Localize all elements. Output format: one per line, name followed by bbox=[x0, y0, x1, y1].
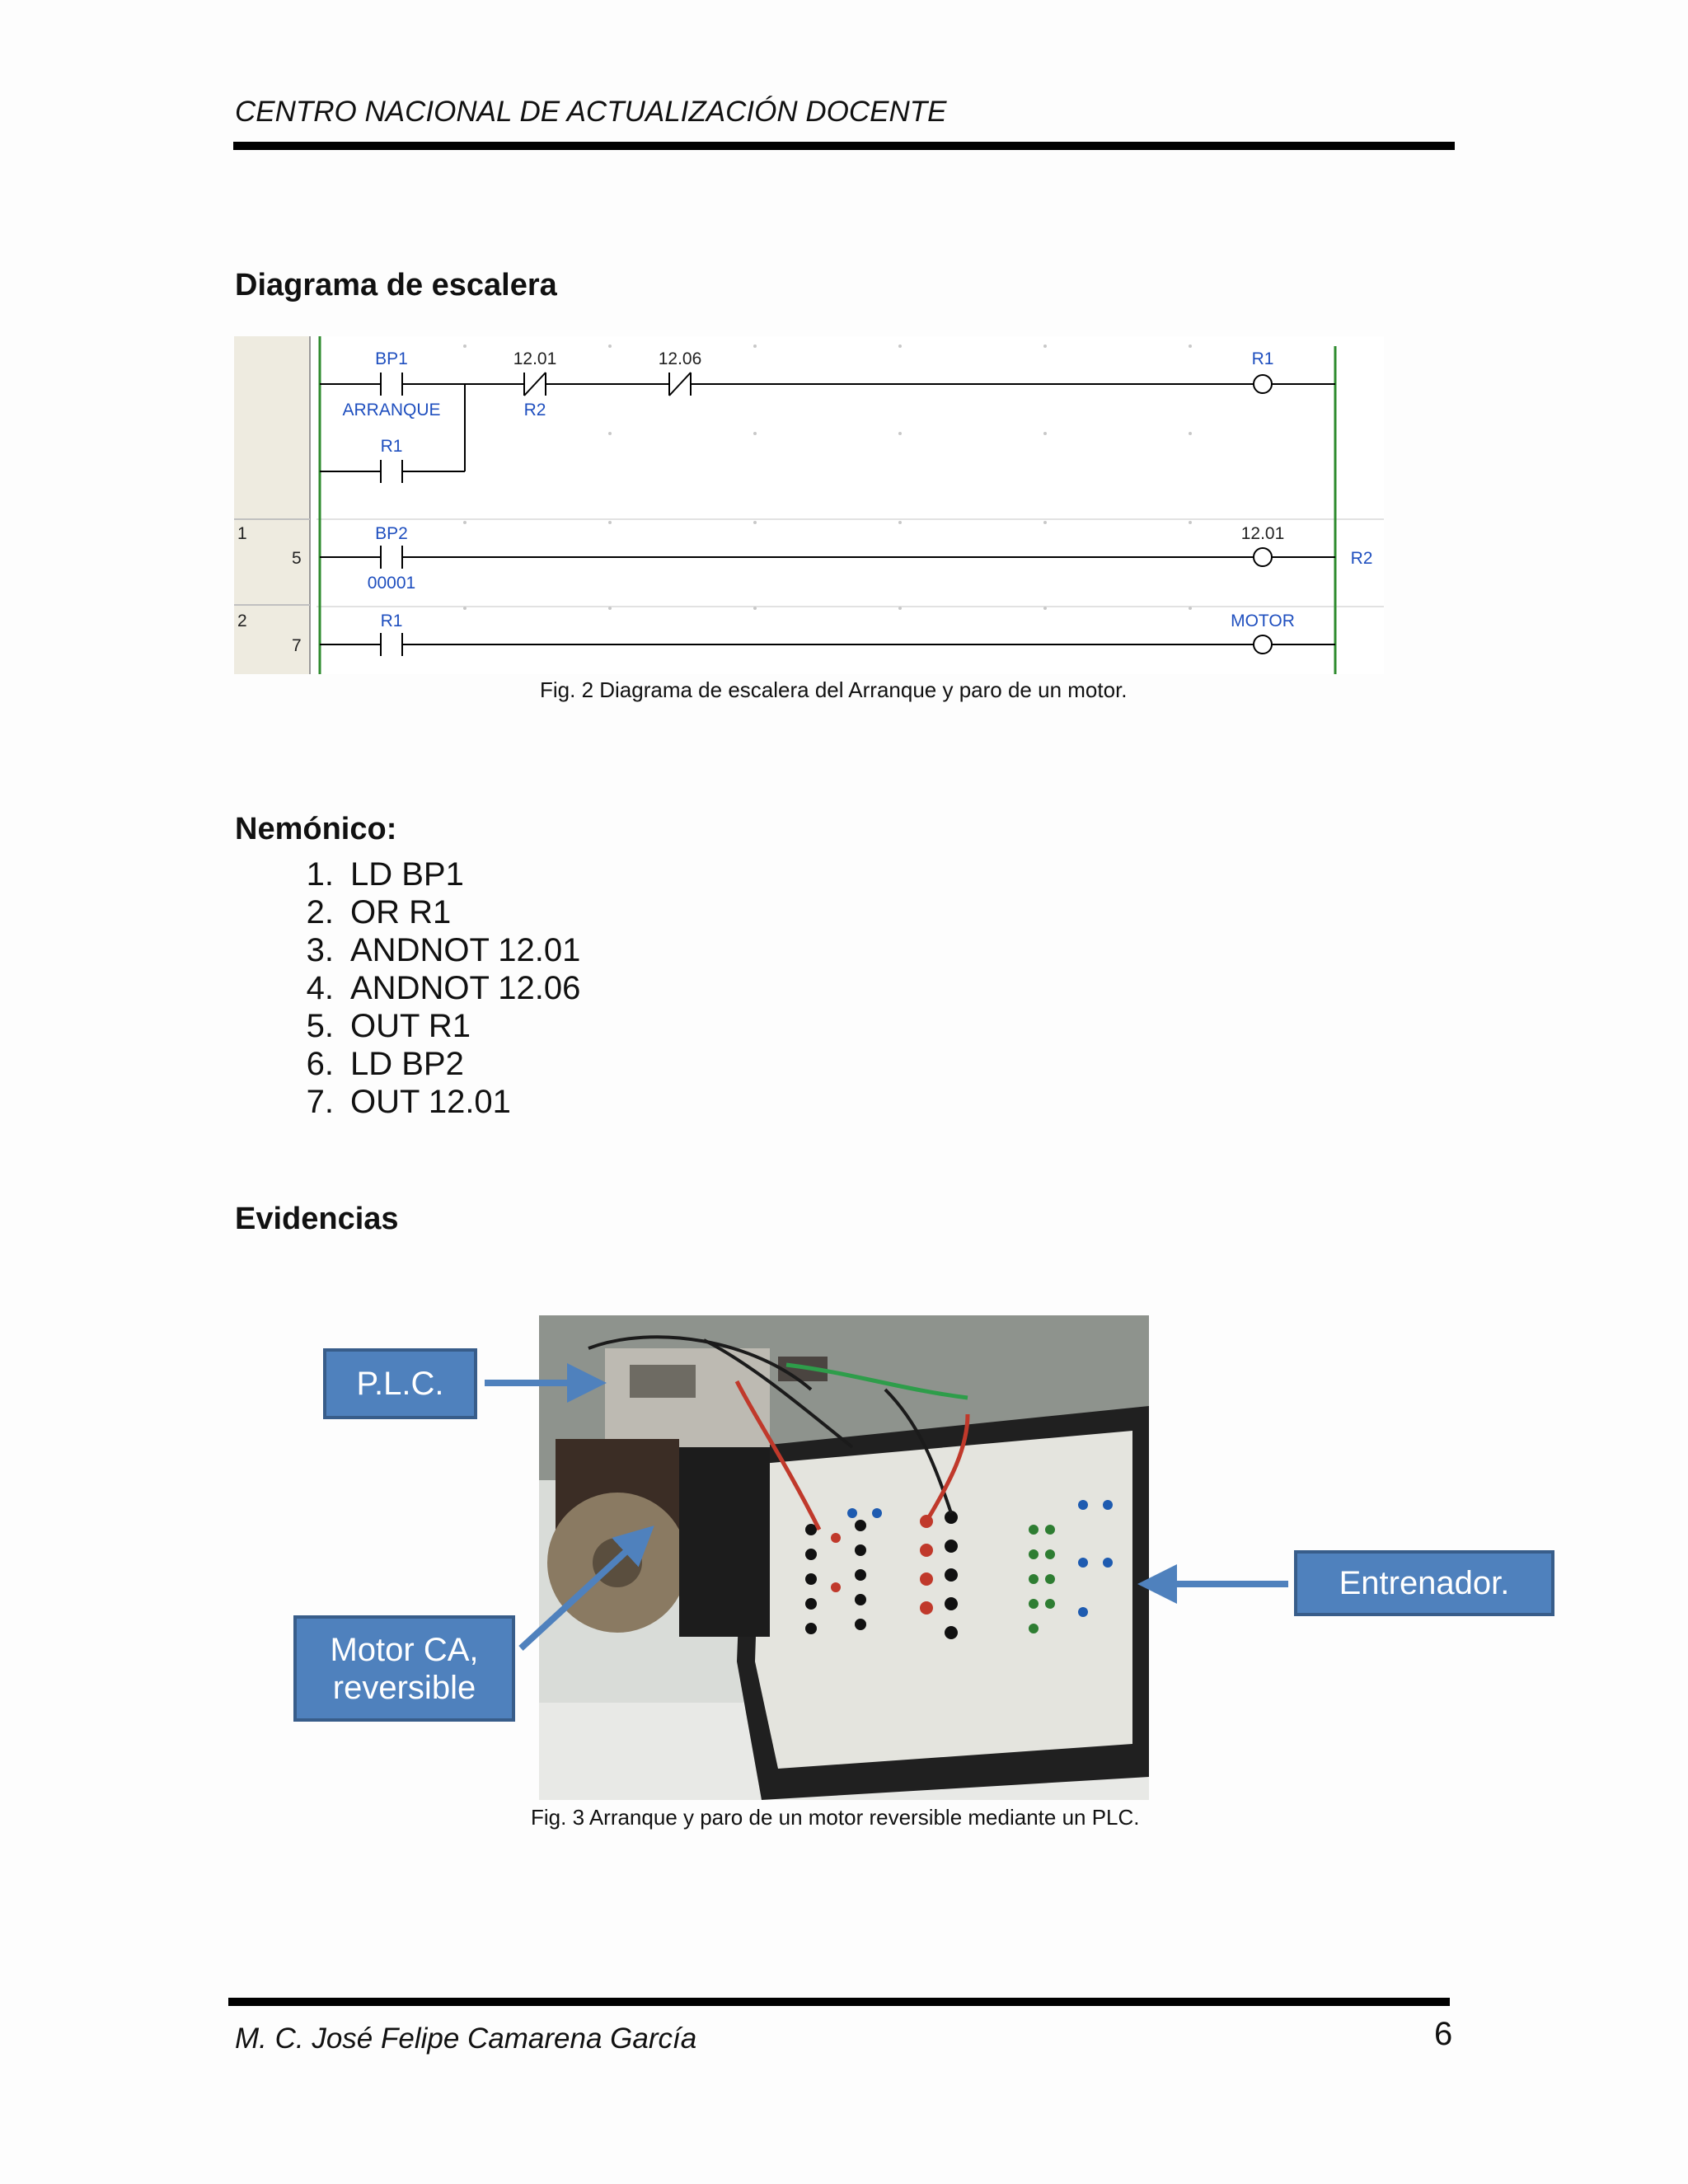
contact-1206-label: 12.06 bbox=[659, 349, 702, 368]
mnemonic-instruction: ANDNOT 12.06 bbox=[350, 970, 581, 1006]
callout-trainer: Entrenador. bbox=[1294, 1550, 1554, 1616]
callout-motor-line1: Motor CA, bbox=[330, 1631, 479, 1668]
coil-1201-comment: R2 bbox=[1351, 549, 1373, 568]
contact-r1-label: R1 bbox=[381, 612, 403, 630]
rung-step-label: 7 bbox=[292, 636, 302, 655]
plc-trainer-photo bbox=[539, 1315, 1149, 1800]
mnemonic-instruction: LD BP1 bbox=[350, 856, 464, 893]
footer-rule bbox=[228, 1998, 1450, 2006]
contact-r1-branch-label: R1 bbox=[381, 437, 403, 456]
mnemonic-instruction: LD BP2 bbox=[350, 1046, 464, 1082]
rung-3-wires bbox=[320, 633, 1335, 656]
rung-2-wires bbox=[320, 546, 1335, 569]
header-rule bbox=[233, 142, 1455, 150]
footer-author: M. C. José Felipe Camarena García bbox=[235, 2022, 697, 2055]
mnemonic-item: 5. OUT R1 bbox=[280, 1007, 580, 1045]
mnemonic-instruction: OR R1 bbox=[350, 894, 452, 930]
mnemonic-instruction: ANDNOT 12.01 bbox=[350, 932, 581, 968]
mnemonic-item: 7. OUT 12.01 bbox=[280, 1083, 580, 1121]
rung-step-label: 5 bbox=[292, 549, 302, 568]
contact-bp1-comment: ARRANQUE bbox=[342, 401, 440, 419]
coil-motor-label: MOTOR bbox=[1231, 612, 1295, 630]
coil-1201-label: 12.01 bbox=[1241, 524, 1285, 543]
mnemonic-item: 6. LD BP2 bbox=[280, 1045, 580, 1083]
mnemonic-number: 3. bbox=[306, 932, 334, 968]
mnemonic-instruction: OUT R1 bbox=[350, 1008, 471, 1044]
contact-bp2-label: BP2 bbox=[375, 524, 408, 543]
rung-1-wires bbox=[320, 372, 1335, 483]
page-header: CENTRO NACIONAL DE ACTUALIZACIÓN DOCENTE bbox=[235, 96, 947, 128]
contact-1201-label: 12.01 bbox=[513, 349, 557, 368]
mnemonic-number: 5. bbox=[306, 1008, 334, 1044]
mnemonic-instruction: OUT 12.01 bbox=[350, 1084, 511, 1120]
page-number: 6 bbox=[1434, 2016, 1453, 2052]
mnemonic-number: 6. bbox=[306, 1046, 334, 1082]
mnemonic-number: 4. bbox=[306, 970, 334, 1006]
mnemonic-item: 4. ANDNOT 12.06 bbox=[280, 969, 581, 1007]
callout-plc: P.L.C. bbox=[323, 1348, 477, 1419]
mnemonic-item: 2. OR R1 bbox=[280, 893, 580, 931]
mnemonic-number: 2. bbox=[306, 894, 334, 930]
callout-motor: Motor CA, reversible bbox=[293, 1615, 515, 1722]
grid-dots bbox=[463, 344, 1192, 610]
section-heading-mnemonic: Nemónico: bbox=[235, 812, 397, 846]
figure-3-caption: Fig. 3 Arranque y paro de un motor rever… bbox=[531, 1805, 1140, 1830]
ladder-gutter bbox=[234, 336, 310, 674]
section-heading-ladder: Diagrama de escalera bbox=[235, 268, 557, 302]
mnemonic-item: 1. LD BP1 bbox=[280, 855, 580, 893]
rung-row-label: 2 bbox=[237, 612, 247, 630]
contact-bp1-label: BP1 bbox=[375, 349, 408, 368]
coil-r1-label: R1 bbox=[1252, 349, 1274, 368]
section-heading-evidence: Evidencias bbox=[235, 1202, 399, 1236]
mnemonic-number: 1. bbox=[306, 856, 334, 893]
rung-row-label: 1 bbox=[237, 524, 247, 543]
callout-motor-line2: reversible bbox=[332, 1669, 476, 1706]
ladder-diagram: 1 5 2 7 BP1 ARRANQUE bbox=[234, 336, 1384, 674]
mnemonic-number: 7. bbox=[306, 1084, 334, 1120]
contact-1201-comment: R2 bbox=[524, 401, 546, 419]
figure-2-caption: Fig. 2 Diagrama de escalera del Arranque… bbox=[540, 677, 1128, 702]
mnemonic-list: 1. LD BP1 2. OR R1 3. ANDNOT 12.01 4. ANDNOT… bbox=[280, 855, 581, 1121]
contact-bp2-address: 00001 bbox=[368, 574, 415, 593]
mnemonic-item: 3. ANDNOT 12.01 bbox=[280, 931, 581, 969]
